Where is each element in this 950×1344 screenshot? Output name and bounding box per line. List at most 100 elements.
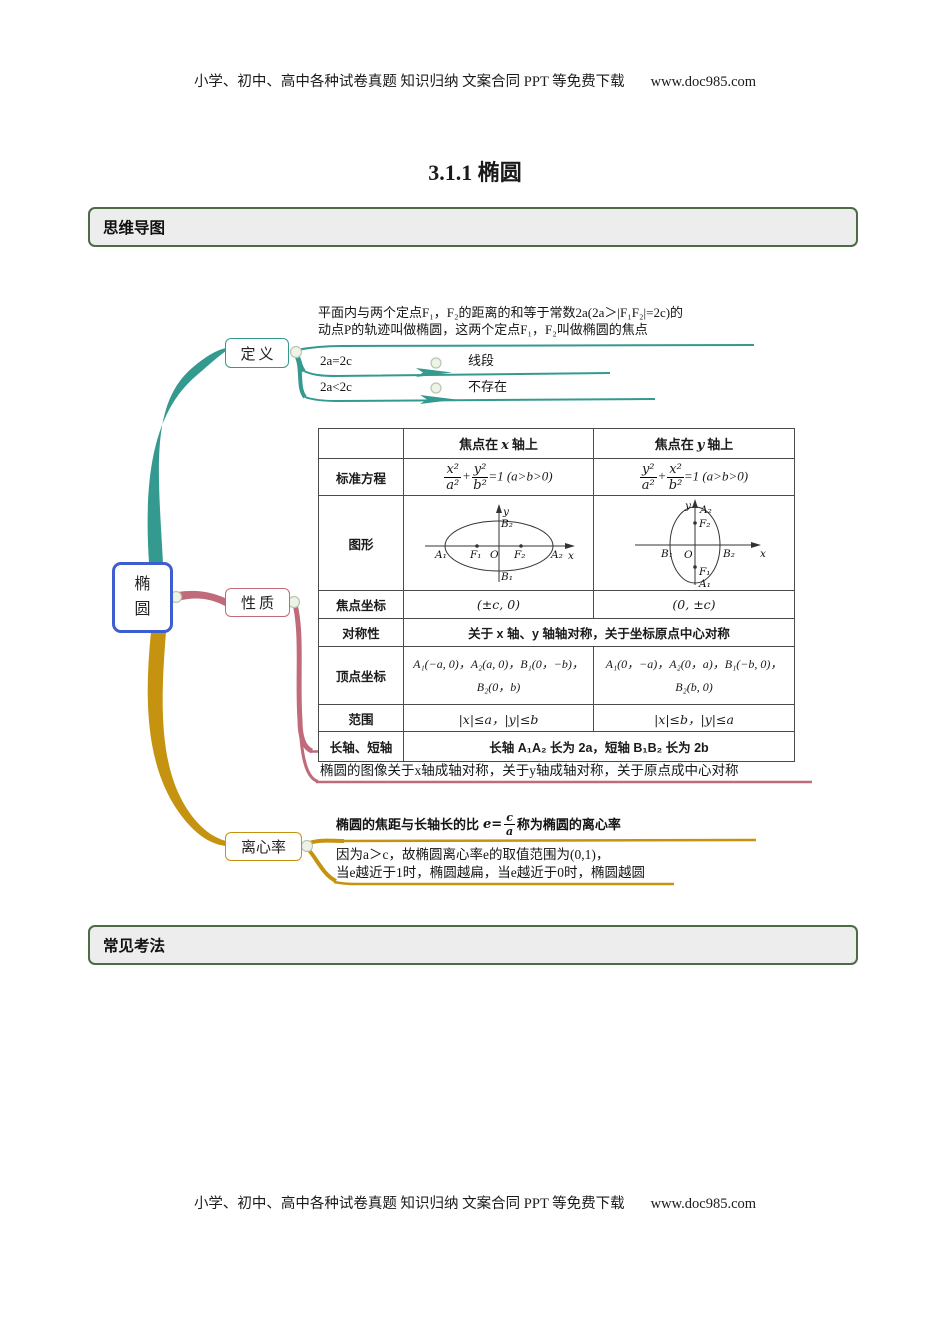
svg-text:F₁: F₁ [469,549,482,561]
table-row-figure: 图形 y B₂ A₁ F₁ O F [318,495,795,591]
section-mindmap-label: 思维导图 [103,220,166,237]
ecc-def-post: 称为椭圆的离心率 [516,816,621,832]
ellipse-figure-x-axis: y B₂ A₁ F₁ O F₂ A₂ x B₁ [424,504,575,583]
svg-text:O: O [684,549,693,561]
svg-text:B₁: B₁ [660,548,673,560]
svg-text:F₁: F₁ [698,566,711,578]
definition-desc-line2: 动点P的轨迹叫做椭圆，这两个定点F₁，F₂叫做椭圆的焦点 [318,322,648,337]
eccentricity-range: 因为a＞c，故椭圆离心率e的取值范围为(0,1)， 当e越近于1时，椭圆越扁，当… [336,846,645,882]
line-definition-case2 [304,396,656,403]
dot-properties [287,595,301,609]
page-title: 3.1.1 椭圆 [428,160,522,185]
foci-y: (0, ±c) [593,590,795,619]
mindmap-node-properties: 性质 [225,588,290,617]
case2-result: 不存在 [468,379,508,394]
ecc-range-line1: 因为a＞c，故椭圆离心率e的取值范围为(0,1)， [336,847,610,862]
label-vertices: 顶点坐标 [318,646,404,705]
case2-condition: 2a<2c [320,379,352,394]
header-empty-cell [318,428,404,459]
table-row-vertices: 顶点坐标 A₁(−a, 0)，A₂(a, 0)，B₁(0，−b)，B₂(0，b)… [318,646,795,705]
svg-text:B₁: B₁ [500,571,513,583]
mindmap-node-eccentricity: 离心率 [225,832,302,861]
label-foci: 焦点坐标 [318,590,404,619]
ecc-def-pre: 椭圆的焦距与长轴长的比 [336,816,480,832]
symmetry-note: 椭圆的图像关于x轴成轴对称，关于y轴成轴对称，关于原点成中心对称 [320,763,739,778]
footer-url: www.doc985.com [650,1196,757,1212]
line-properties-trunk [291,599,314,754]
header-text: 小学、初中、高中各种试卷真题 知识归纳 文案合同 PPT 等免费下载 [193,74,625,90]
line-definition-case1-trunk [294,352,306,373]
svg-text:B₂: B₂ [500,518,513,530]
line-ecc-def-trunk [306,838,345,846]
svg-text:A₂: A₂ [699,504,712,516]
ecc-def-e: e= [483,816,503,832]
vertices-x: A₁(−a, 0)，A₂(a, 0)，B₁(0，−b)，B₂(0，b) [403,646,594,705]
figure-focus-x: y B₂ A₁ F₁ O F₂ A₂ x B₁ [403,495,594,591]
svg-text:A₁: A₁ [434,549,447,561]
mindmap-root-node: 椭 圆 [112,562,173,633]
page-footer: 小学、初中、高中各种试卷真题 知识归纳 文案合同 PPT 等免费下载 www.do… [0,1192,950,1213]
svg-text:F₂: F₂ [698,518,711,530]
foci-x: (±c, 0) [403,590,594,619]
svg-text:x: x [760,548,766,560]
table-row-symmetry: 对称性 关于 x 轴、y 轴轴对称，关于坐标原点中心对称 [318,618,795,647]
figure-focus-y: y A₂ F₂ B₁ O B₂ x F₁ A₁ [593,495,795,591]
dot-case2 [430,382,442,394]
range-y: |x|≤b，|y|≤a [593,704,795,732]
dot-case1 [430,357,442,369]
dot-eccentricity [300,839,314,853]
section-mindmap: 思维导图 [88,207,858,247]
branch-root-definition [147,348,226,563]
svg-text:B₂: B₂ [722,548,735,560]
label-range: 范围 [318,704,404,732]
label-symmetry: 对称性 [318,618,404,647]
svg-text:y: y [684,500,692,512]
branch-root-properties [178,590,225,606]
definition-desc-line1: 平面内与两个定点F₁，F₂的距离的和等于常数2a(2a＞|F₁F₂|=2c)的 [318,305,684,320]
line-definition-desc [296,344,755,351]
arrow-case2 [420,395,456,404]
ecc-range-line2: 当e越近于1时，椭圆越扁，当e越近于0时，椭圆越圆 [336,865,645,880]
table-row-foci: 焦点坐标 (±c, 0) (0, ±c) [318,590,795,619]
label-figure: 图形 [318,495,404,591]
mindmap-node-definition: 定义 [225,338,289,368]
range-x: |x|≤a，|y|≤b [403,704,594,732]
label-axes: 长轴、短轴 [318,731,404,762]
svg-text:F₂: F₂ [513,549,526,561]
branch-root-eccentricity [147,632,226,846]
dot-definition [289,345,303,359]
line-definition-case1 [303,370,611,378]
section-exam-label: 常见考法 [103,938,166,955]
axes-value: 长轴 A₁A₂ 长为 2a，短轴 B₁B₂ 长为 2b [403,731,795,762]
table-row-axes: 长轴、短轴 长轴 A₁A₂ 长为 2a，短轴 B₁B₂ 长为 2b [318,731,795,762]
symmetry-value: 关于 x 轴、y 轴轴对称，关于坐标原点中心对称 [403,618,795,647]
svg-text:O: O [490,549,499,561]
ellipse-figure-y-axis: y A₂ F₂ B₁ O B₂ x F₁ A₁ [635,499,766,589]
table-row-range: 范围 |x|≤a，|y|≤b |x|≤b，|y|≤a [318,704,795,732]
line-definition-case2-trunk [294,354,307,399]
label-standard-equation: 标准方程 [318,458,404,496]
svg-text:x: x [568,550,574,562]
header-url: www.doc985.com [650,74,757,90]
vertices-y: A₁(0，−a)，A₂(0，a)，B₁(−b, 0)，B₂(b, 0) [593,646,795,705]
section-exam: 常见考法 [88,925,858,965]
svg-text:y: y [502,506,510,518]
line-ecc-range-trunk [305,846,338,883]
case1-condition: 2a=2c [320,353,352,368]
page-header: 小学、初中、高中各种试卷真题 知识归纳 文案合同 PPT 等免费下载 www.do… [0,70,950,91]
line-ecc-def-underline [341,838,757,843]
case1-result: 线段 [468,353,495,368]
footer-text: 小学、初中、高中各种试卷真题 知识归纳 文案合同 PPT 等免费下载 [193,1196,625,1212]
line-properties-note-trunk [298,719,319,783]
svg-text:A₁: A₁ [698,578,711,589]
definition-desc: 平面内与两个定点F₁，F₂的距离的和等于常数2a(2a＞|F₁F₂|=2c)的 … [318,304,683,338]
